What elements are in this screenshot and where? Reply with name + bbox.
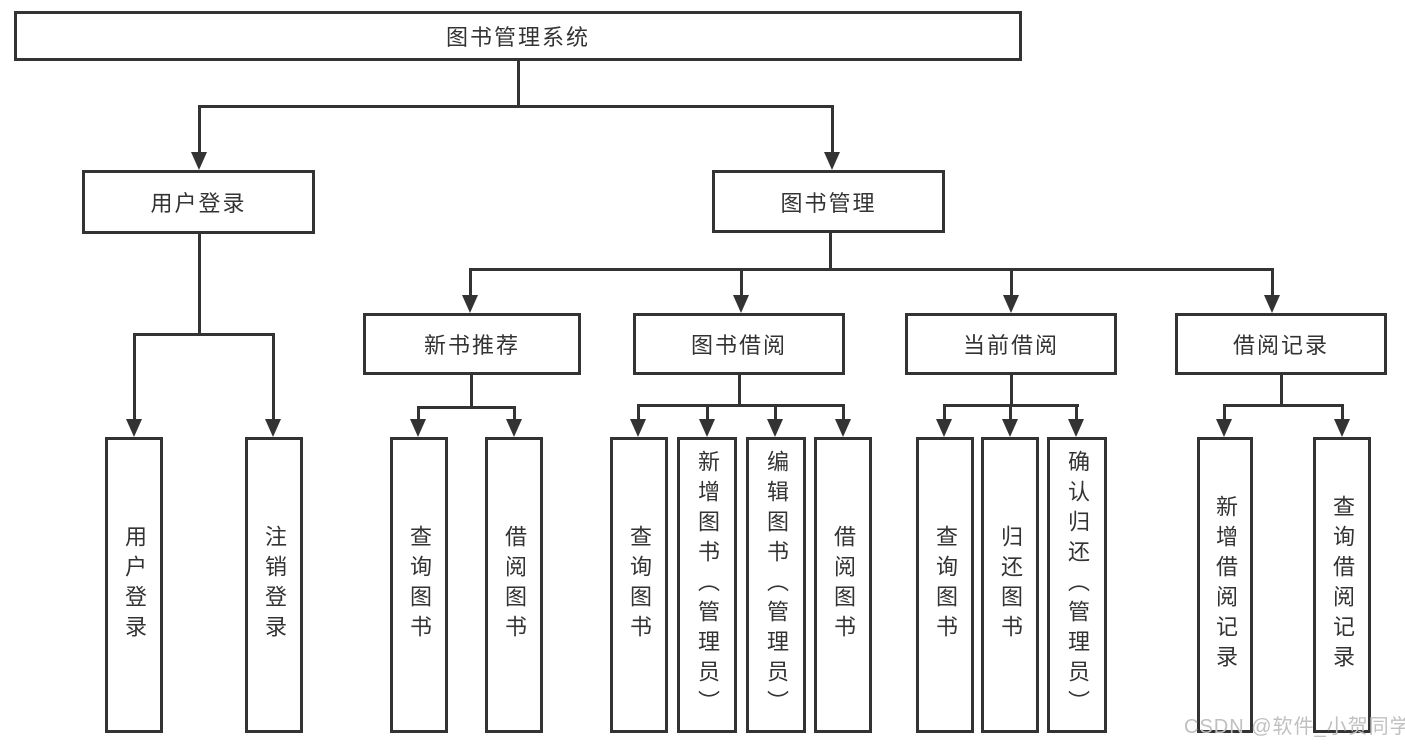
connector-line	[198, 234, 201, 335]
leaf-add-borrow-record: 新增借阅记录	[1197, 437, 1253, 733]
connector-line	[513, 406, 516, 419]
connector-line	[417, 406, 420, 419]
connector-line	[1280, 375, 1283, 406]
leaf-query-books-2: 查询图书	[610, 437, 668, 733]
connector-line	[831, 105, 834, 152]
connector-line	[1010, 375, 1013, 406]
node-book-borrow: 图书借阅	[633, 313, 845, 375]
leaf-borrow-books-2: 借阅图书	[814, 437, 872, 733]
leaf-label: 借阅图书	[502, 525, 527, 645]
node-label: 用户登录	[150, 191, 247, 216]
leaf-edit-book-admin: 编辑图书（管理员）	[746, 437, 806, 733]
connector-line	[740, 268, 743, 295]
connector-line	[272, 333, 275, 419]
arrow-down-icon	[410, 419, 426, 437]
connector-line	[1341, 404, 1344, 419]
connector-line	[417, 406, 516, 409]
leaf-borrow-books-1: 借阅图书	[485, 437, 543, 733]
connector-line	[1223, 404, 1344, 407]
leaf-label: 用户登录	[122, 525, 147, 645]
arrow-down-icon	[1002, 419, 1018, 437]
node-label: 借阅记录	[1232, 333, 1329, 358]
connector-line	[133, 333, 275, 336]
node-borrow-records: 借阅记录	[1175, 313, 1387, 375]
arrow-down-icon	[191, 152, 207, 170]
leaf-label: 查询图书	[933, 525, 958, 645]
arrow-down-icon	[1003, 295, 1019, 313]
connector-line	[1223, 404, 1226, 419]
watermark: CSDN @软件_小贺同学	[1184, 716, 1405, 738]
connector-line	[469, 268, 1274, 271]
arrow-down-icon	[462, 295, 478, 313]
connector-line	[1271, 268, 1274, 295]
node-label: 当前借阅	[962, 333, 1059, 358]
node-label: 新书推荐	[423, 333, 520, 358]
connector-line	[1010, 268, 1013, 295]
node-current-borrow: 当前借阅	[905, 313, 1117, 375]
connector-line	[637, 404, 640, 419]
leaf-label: 归还图书	[998, 525, 1023, 645]
leaf-return-book: 归还图书	[981, 437, 1039, 733]
node-user-login-group: 用户登录	[82, 170, 315, 234]
arrow-down-icon	[506, 419, 522, 437]
leaf-label: 编辑图书（管理员）	[764, 450, 789, 720]
arrow-down-icon	[767, 419, 783, 437]
leaf-label: 查询借阅记录	[1330, 495, 1355, 675]
connector-line	[706, 404, 709, 419]
leaf-label: 注销登录	[262, 525, 287, 645]
leaf-label: 查询图书	[407, 525, 432, 645]
connector-line	[133, 333, 136, 419]
leaf-label: 新增借阅记录	[1213, 495, 1238, 675]
connector-line	[517, 61, 520, 108]
node-label: 图书管理	[780, 190, 877, 216]
arrow-down-icon	[699, 419, 715, 437]
leaf-label: 确认归还（管理员）	[1065, 450, 1090, 720]
connector-line	[774, 404, 777, 419]
connector-line	[829, 233, 832, 271]
arrow-down-icon	[1216, 419, 1232, 437]
arrow-down-icon	[1264, 295, 1280, 313]
leaf-label: 借阅图书	[831, 525, 856, 645]
leaf-query-books-1: 查询图书	[390, 437, 448, 733]
arrow-down-icon	[630, 419, 646, 437]
node-root-label: 图书管理系统	[445, 25, 590, 50]
arrow-down-icon	[733, 295, 749, 313]
arrow-down-icon	[835, 419, 851, 437]
arrow-down-icon	[265, 419, 281, 437]
arrow-down-icon	[1334, 419, 1350, 437]
node-label: 图书借阅	[690, 333, 787, 358]
leaf-logout: 注销登录	[245, 437, 303, 733]
node-book-management: 图书管理	[712, 170, 945, 233]
arrow-down-icon	[824, 152, 840, 170]
connector-line	[738, 375, 741, 406]
arrow-down-icon	[936, 419, 952, 437]
leaf-query-books-3: 查询图书	[916, 437, 974, 733]
leaf-add-book-admin: 新增图书（管理员）	[677, 437, 737, 733]
connector-line	[943, 404, 946, 419]
connector-line	[198, 105, 834, 108]
connector-line	[842, 404, 845, 419]
connector-line	[198, 105, 201, 152]
node-root: 图书管理系统	[14, 11, 1022, 61]
node-new-book-recommend: 新书推荐	[363, 313, 581, 375]
connector-line	[470, 375, 473, 408]
arrow-down-icon	[126, 419, 142, 437]
leaf-user-login: 用户登录	[105, 437, 163, 733]
connector-line	[1009, 404, 1012, 419]
leaf-confirm-return-admin: 确认归还（管理员）	[1047, 437, 1107, 733]
connector-line	[1075, 404, 1078, 419]
arrow-down-icon	[1068, 419, 1084, 437]
leaf-label: 新增图书（管理员）	[695, 450, 720, 720]
connector-line	[469, 268, 472, 295]
leaf-query-borrow-record: 查询借阅记录	[1313, 437, 1371, 733]
connector-line	[637, 404, 845, 407]
leaf-label: 查询图书	[627, 525, 652, 645]
